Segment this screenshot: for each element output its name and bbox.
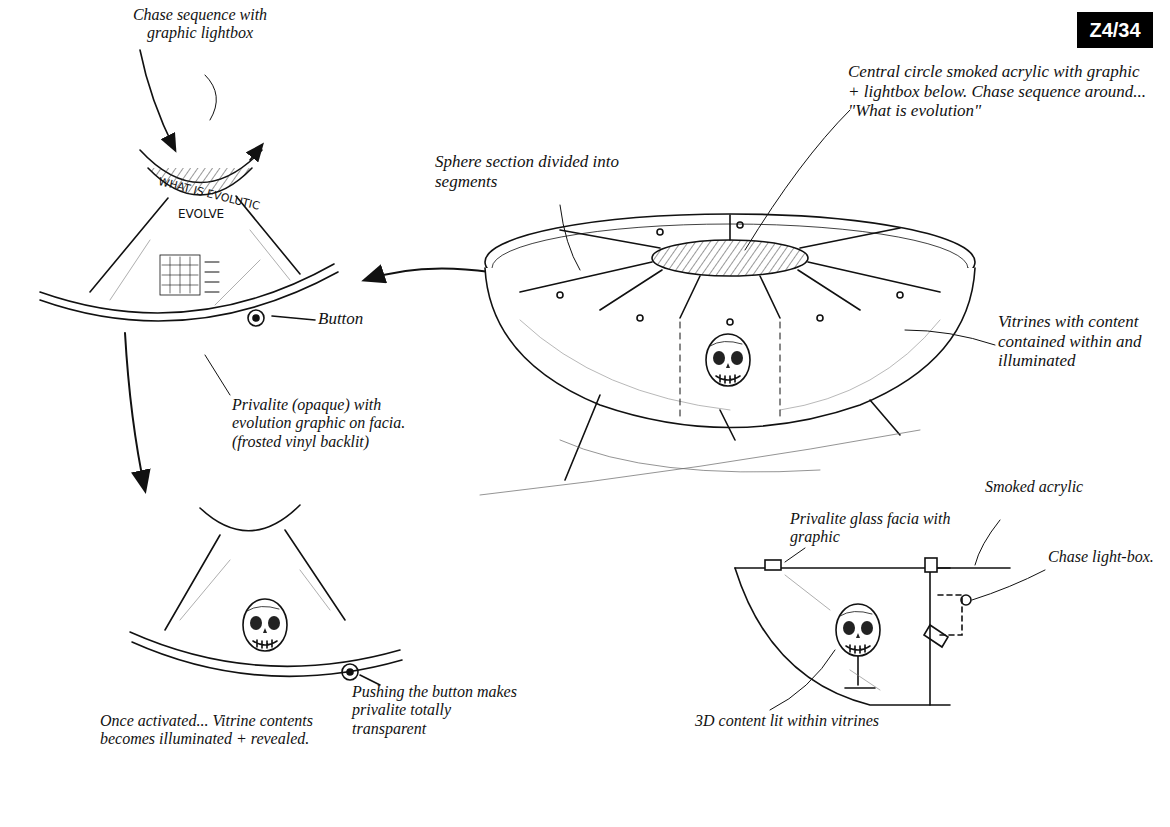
annotation-note: Sphere section divided into segments: [435, 152, 685, 191]
annotation-note: Once activated... Vitrine contents becom…: [100, 712, 325, 749]
annotation-note: Chase sequence with graphic lightbox: [125, 6, 275, 43]
sheet-number: Z4/34: [1081, 15, 1148, 46]
annotation-note: Smoked acrylic: [985, 478, 1085, 496]
annotation-note: Central circle smoked acrylic with graph…: [848, 62, 1153, 121]
annotation-note: Privalite (opaque) with evolution graphi…: [232, 396, 432, 451]
annotation-note: Button: [318, 309, 398, 329]
annotation-note: Chase light-box.: [1048, 548, 1163, 566]
annotation-note: Vitrines with content contained within a…: [998, 312, 1158, 371]
annotation-note: Pushing the button makes privalite total…: [352, 683, 527, 738]
annotation-note: 3D content lit within vitrines: [695, 712, 885, 730]
sheet-number-box: Z4/34: [1077, 12, 1153, 48]
annotation-note: Privalite glass facia with graphic: [790, 510, 970, 547]
sketch-lettering: EVOLVE: [178, 208, 224, 222]
